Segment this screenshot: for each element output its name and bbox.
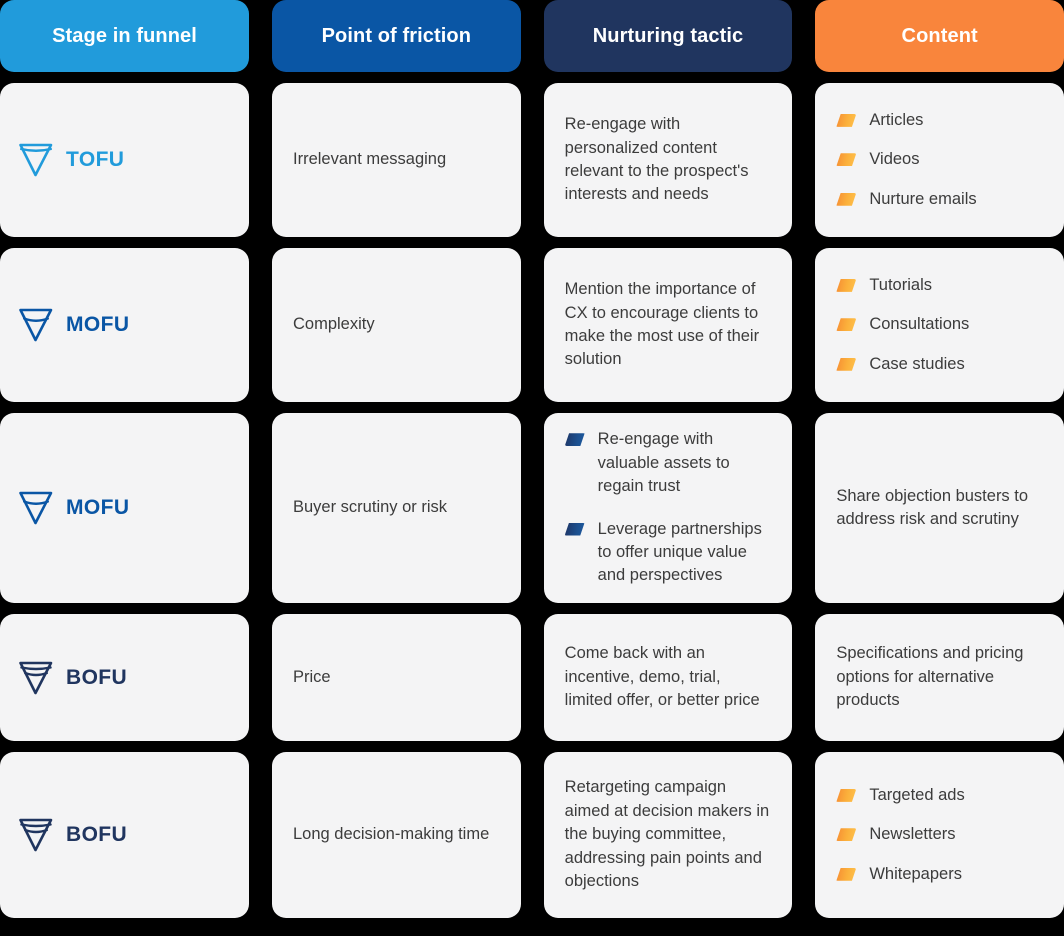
bullet-marker-icon <box>836 113 857 127</box>
bullet-marker-icon <box>836 153 857 167</box>
list-item-label: Consultations <box>869 315 970 334</box>
tactic-text: Retargeting campaign aimed at decision m… <box>564 778 770 891</box>
friction-cell-3: Price <box>272 614 521 741</box>
content-text: Share objection busters to address risk … <box>836 486 1029 528</box>
list-item: Nurture emails <box>836 188 1043 211</box>
funnel-icon <box>19 308 53 342</box>
stage-inner: BOFU <box>18 816 228 854</box>
list-item: Case studies <box>836 353 1043 376</box>
friction-text: Complexity <box>293 315 375 334</box>
friction-text: Buyer scrutiny or risk <box>293 498 448 517</box>
list-item-label: Re-engage with valuable assets to regain… <box>597 430 730 496</box>
funnel-icon <box>19 491 53 525</box>
column-header-3: Content <box>815 0 1064 72</box>
stage-inner: MOFU <box>18 489 228 527</box>
list-item-label: Tutorials <box>869 275 932 294</box>
list-item-label: Case studies <box>869 354 965 373</box>
tactic-list: Re-engage with valuable assets to regain… <box>564 428 772 588</box>
stage-cell-3: BOFU <box>0 614 249 741</box>
content-cell-2: Share objection busters to address risk … <box>815 413 1064 603</box>
friction-text: Irrelevant messaging <box>293 150 447 169</box>
bullet-marker-icon <box>564 433 585 447</box>
column-header-2: Nurturing tactic <box>543 0 793 72</box>
bullet-marker-icon <box>836 278 857 292</box>
tactic-text: Mention the importance of CX to encourag… <box>564 280 760 369</box>
tactic-text: Come back with an incentive, demo, trial… <box>564 644 760 710</box>
funnel-icon <box>19 818 53 852</box>
tactic-text: Re-engage with personalized content rele… <box>564 115 749 204</box>
list-item-label: Targeted ads <box>869 785 965 804</box>
stage-cell-0: TOFU <box>0 83 249 237</box>
tactic-cell-3: Come back with an incentive, demo, trial… <box>543 614 793 741</box>
friction-cell-1: Complexity <box>272 248 521 402</box>
friction-cell-0: Irrelevant messaging <box>272 83 521 237</box>
bullet-marker-icon <box>836 192 857 206</box>
friction-cell-2: Buyer scrutiny or risk <box>272 413 521 603</box>
stage-label: MOFU <box>66 313 130 336</box>
list-item: Videos <box>836 148 1043 171</box>
list-item-label: Leverage partnerships to offer unique va… <box>597 519 762 585</box>
bullet-marker-icon <box>836 788 857 802</box>
tactic-cell-1: Mention the importance of CX to encourag… <box>543 248 793 402</box>
list-item: Newsletters <box>836 823 1043 846</box>
list-item: Targeted ads <box>836 784 1043 807</box>
list-item: Tutorials <box>836 274 1043 297</box>
content-text: Specifications and pricing options for a… <box>836 644 1024 710</box>
funnel-icon <box>19 143 53 177</box>
stage-inner: TOFU <box>18 141 228 179</box>
list-item-label: Nurture emails <box>869 189 977 208</box>
stage-cell-1: MOFU <box>0 248 249 402</box>
funnel-icon <box>19 661 53 694</box>
tactic-cell-4: Retargeting campaign aimed at decision m… <box>543 752 793 918</box>
list-item-label: Articles <box>869 110 924 129</box>
bullet-marker-icon <box>836 318 857 332</box>
bullet-marker-icon <box>836 357 857 371</box>
stage-cell-2: MOFU <box>0 413 249 603</box>
list-item: Whitepapers <box>836 863 1043 886</box>
stage-inner: MOFU <box>18 306 228 344</box>
tactic-cell-2: Re-engage with valuable assets to regain… <box>543 413 793 603</box>
friction-text: Long decision-making time <box>293 825 490 844</box>
stage-label: BOFU <box>66 823 128 846</box>
list-item-label: Whitepapers <box>869 864 962 883</box>
bullet-marker-icon <box>836 828 857 842</box>
list-item: Consultations <box>836 313 1043 336</box>
column-header-0: Stage in funnel <box>0 0 249 72</box>
stage-inner: BOFU <box>18 659 228 697</box>
content-cell-3: Specifications and pricing options for a… <box>815 614 1064 741</box>
list-item: Leverage partnerships to offer unique va… <box>564 518 772 588</box>
stage-label: TOFU <box>66 148 125 171</box>
friction-text: Price <box>293 667 331 686</box>
list-item-label: Videos <box>869 150 920 169</box>
column-header-1: Point of friction <box>272 0 521 72</box>
friction-cell-4: Long decision-making time <box>272 752 521 918</box>
list-item: Re-engage with valuable assets to regain… <box>564 428 772 498</box>
stage-cell-4: BOFU <box>0 752 249 918</box>
list-item-label: Newsletters <box>869 825 956 844</box>
list-item: Articles <box>836 109 1043 132</box>
tactic-cell-0: Re-engage with personalized content rele… <box>543 83 793 237</box>
bullet-marker-icon <box>564 522 585 536</box>
stage-label: MOFU <box>66 496 130 519</box>
stage-label: BOFU <box>66 665 128 689</box>
bullet-marker-icon <box>836 867 857 881</box>
